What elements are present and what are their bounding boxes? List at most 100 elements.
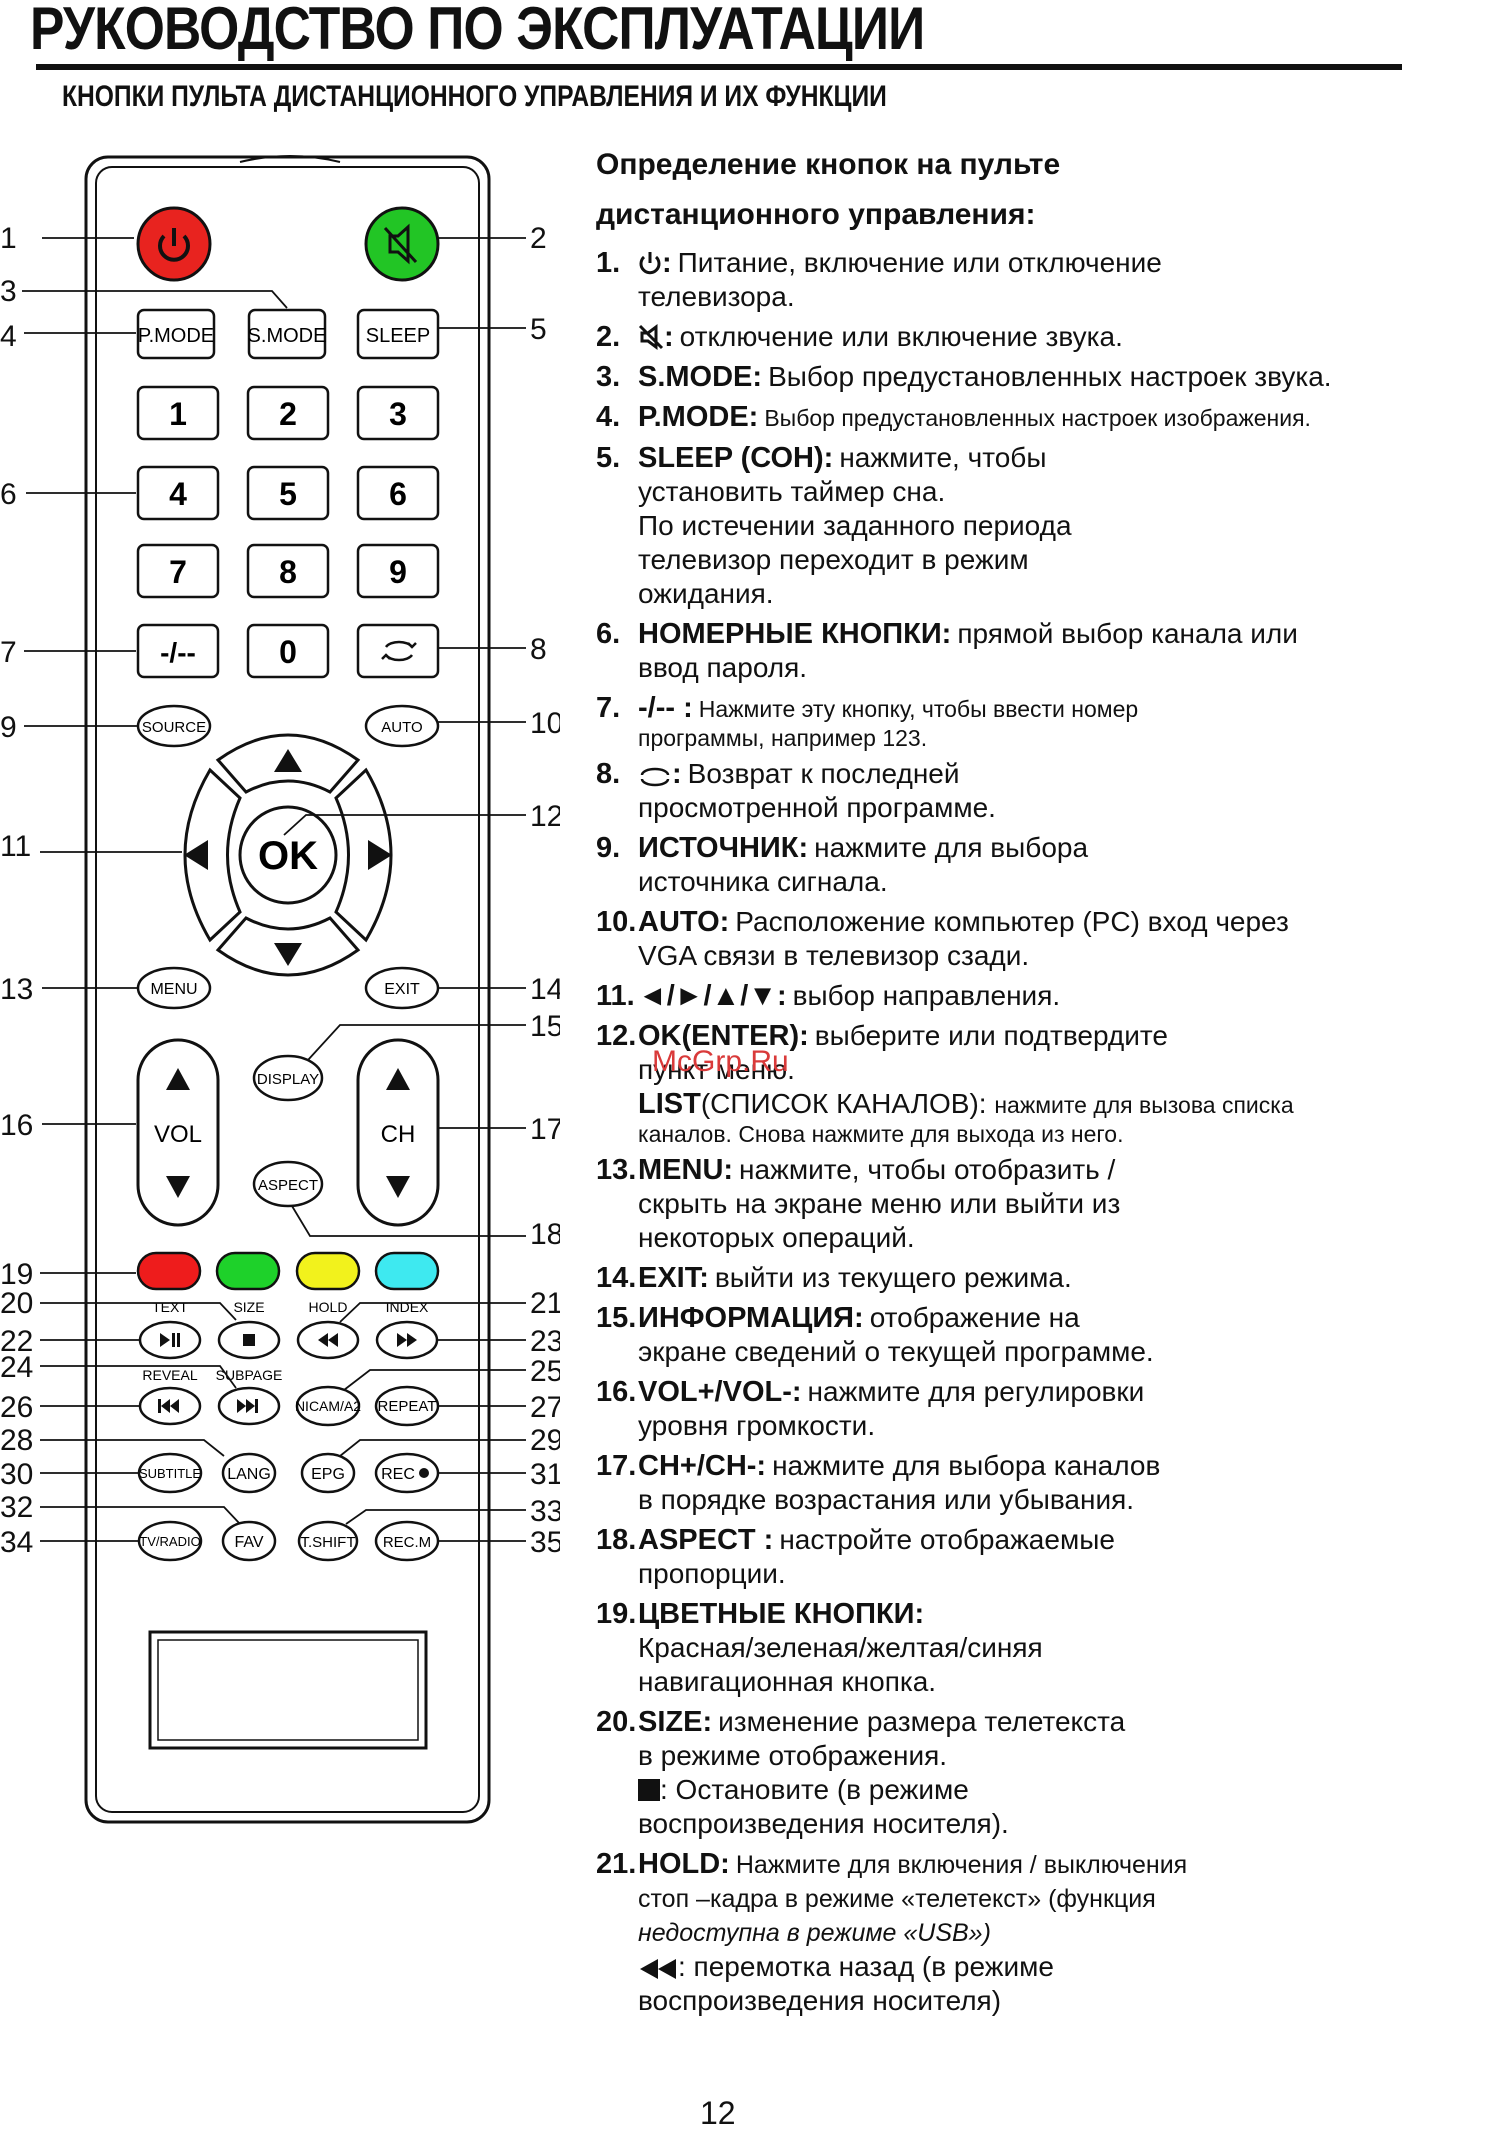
svg-text:19: 19 [0, 1258, 33, 1291]
svg-text:REC: REC [381, 1466, 415, 1483]
svg-text:SIZE: SIZE [233, 1299, 264, 1315]
sleep-label: SLEEP [366, 325, 430, 347]
exit-button[interactable]: EXIT [364, 966, 440, 1010]
svg-text:LANG: LANG [227, 1466, 271, 1483]
callout-numbers: 1 2 3 4 5 6 7 8 9 10 11 12 13 14 15 16 1… [0, 222, 560, 1559]
stop-button[interactable] [217, 1320, 281, 1360]
rewind-button[interactable] [296, 1320, 360, 1360]
source-button[interactable]: SOURCE [136, 704, 212, 748]
tshift-button[interactable]: T.SHIFT [297, 1520, 359, 1562]
display-button[interactable]: DISPLAY [252, 1054, 324, 1102]
p-mode-button[interactable]: P.MODE [136, 308, 216, 360]
play-pause-icon [160, 1333, 180, 1347]
menu-button[interactable]: MENU [136, 966, 212, 1010]
svg-text:1: 1 [169, 396, 187, 432]
desc-header-1: Определение кнопок на пульте [596, 148, 1061, 181]
s-mode-button[interactable]: S.MODE [248, 308, 327, 360]
digit-7-button[interactable]: 7 [136, 543, 220, 599]
tv-radio-button[interactable]: TV/RADIO [137, 1520, 203, 1562]
aspect-button[interactable]: ASPECT [252, 1160, 324, 1208]
svg-text:ASPECT: ASPECT [258, 1177, 318, 1194]
dpad-left[interactable] [183, 767, 242, 943]
green-button[interactable] [215, 1251, 281, 1291]
power-button[interactable] [136, 206, 212, 282]
watermark: McGrp.Ru [652, 1045, 789, 1078]
svg-text:29: 29 [530, 1424, 560, 1457]
svg-text:35: 35 [530, 1526, 560, 1559]
nicam-button[interactable]: NICAM/A2 [295, 1385, 361, 1427]
desc-item-2: 2. :отключение или включение звука. [596, 321, 1123, 353]
next-button[interactable] [217, 1386, 281, 1426]
lang-button[interactable]: LANG [221, 1452, 277, 1494]
svg-text:34: 34 [0, 1526, 33, 1559]
digit-6-button[interactable]: 6 [356, 465, 440, 521]
svg-text:14: 14 [530, 973, 560, 1006]
svg-text:TEXT: TEXT [152, 1299, 188, 1315]
svg-text:1: 1 [0, 222, 17, 255]
play-pause-button[interactable] [138, 1320, 202, 1360]
epg-button[interactable]: EPG [300, 1452, 356, 1494]
recall-button[interactable] [356, 623, 440, 679]
digit-2-button[interactable]: 2 [246, 385, 330, 441]
vol-down-icon [166, 1176, 190, 1198]
digit-3-button[interactable]: 3 [356, 385, 440, 441]
arrow-left-icon [184, 840, 208, 870]
digit-9-button[interactable]: 9 [356, 543, 440, 599]
cyan-button[interactable] [374, 1251, 440, 1291]
vol-rocker[interactable]: VOL [136, 1038, 220, 1227]
mute-icon [638, 324, 664, 350]
subtitle-button[interactable]: SUBTITLE [137, 1452, 203, 1494]
svg-text:6: 6 [0, 478, 17, 511]
svg-text:NICAM/A2: NICAM/A2 [295, 1398, 361, 1414]
remote-illustration: P.MODE S.MODE SLEEP 1 2 3 4 5 6 7 8 9 -/… [0, 155, 560, 1824]
auto-button[interactable]: AUTO [364, 704, 440, 748]
swap-icon [381, 640, 417, 662]
svg-text:3: 3 [389, 396, 407, 432]
svg-text:4: 4 [169, 476, 187, 512]
arrow-down-icon [274, 943, 302, 966]
svg-text:32: 32 [0, 1491, 33, 1524]
desc-item-11: 11.◄/►/▲/▼:выбор направления. [596, 980, 1061, 1012]
power-icon [158, 228, 190, 262]
prev-button[interactable] [138, 1386, 202, 1426]
ok-button[interactable]: OK [238, 805, 338, 905]
yellow-button[interactable] [295, 1251, 361, 1291]
svg-text:9: 9 [389, 554, 407, 590]
sleep-button[interactable]: SLEEP [356, 308, 440, 360]
ch-rocker[interactable]: CH [356, 1038, 440, 1227]
svg-text:20: 20 [0, 1287, 33, 1320]
red-button[interactable] [136, 1251, 202, 1291]
dash-button[interactable]: -/-- [136, 623, 220, 679]
svg-text:FAV: FAV [234, 1534, 263, 1551]
digit-4-button[interactable]: 4 [136, 465, 220, 521]
digit-0-button[interactable]: 0 [246, 623, 330, 679]
digit-1-button[interactable]: 1 [136, 385, 220, 441]
title-rule [36, 64, 1402, 70]
fast-forward-button[interactable] [375, 1320, 439, 1360]
prev-icon [158, 1399, 179, 1413]
repeat-button[interactable]: REPEAT [374, 1385, 440, 1427]
dpad-right[interactable] [334, 767, 393, 943]
power-icon [639, 252, 661, 275]
mute-icon [383, 223, 418, 265]
rec-button[interactable]: REC [374, 1452, 440, 1494]
arrow-right-icon [368, 840, 392, 870]
svg-text:33: 33 [530, 1495, 560, 1528]
svg-text:TV/RADIO: TV/RADIO [139, 1534, 200, 1549]
mute-button[interactable] [364, 206, 440, 282]
recm-button[interactable]: REC.M [374, 1520, 440, 1562]
desc-item-10: 10.AUTO:Расположение компьютер (PC) вход… [596, 906, 1289, 971]
desc-item-21: 21.HOLD:Нажмите для включения / выключен… [596, 1848, 1188, 2016]
svg-text:6: 6 [389, 476, 407, 512]
digit-8-button[interactable]: 8 [246, 543, 330, 599]
callout-lines [22, 237, 526, 1542]
svg-text:REC.M: REC.M [383, 1534, 431, 1551]
vol-up-icon [166, 1068, 190, 1090]
digit-5-button[interactable]: 5 [246, 465, 330, 521]
fav-button[interactable]: FAV [221, 1520, 277, 1562]
desc-header-2: дистанционного управления: [596, 198, 1036, 231]
